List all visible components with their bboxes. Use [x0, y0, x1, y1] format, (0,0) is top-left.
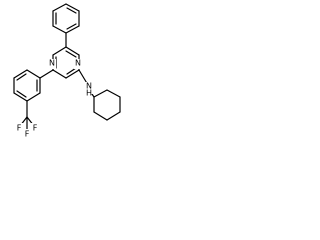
atom-label-bg [48, 59, 56, 69]
bond [52, 69, 67, 79]
phenyl-ring-top [52, 3, 80, 34]
double-bond-inner [66, 23, 77, 30]
atom-label-bg [84, 82, 94, 94]
double-bond-inner [65, 50, 77, 58]
atom-label-bg [74, 59, 82, 69]
bond [52, 25, 67, 34]
atom-label-h: H [86, 89, 92, 98]
atom-label-n: N [49, 59, 55, 68]
bond [106, 111, 121, 121]
molecule-diagram: N N N H F F F [0, 0, 129, 165]
atom-label-n: N [75, 59, 81, 68]
bond [65, 3, 80, 12]
bond [13, 69, 28, 79]
double-bond-inner [16, 90, 27, 98]
atom-label-n: N [86, 82, 92, 91]
atom-label-bg [31, 123, 39, 133]
bond [39, 69, 54, 79]
double-bond-inner [16, 73, 27, 81]
bond [106, 89, 121, 98]
atom-label-f: F [33, 124, 38, 133]
double-bond-inner [66, 7, 77, 14]
bond [52, 46, 67, 56]
bond [26, 92, 41, 102]
bond [93, 111, 108, 121]
aryl-ring-bottom [13, 69, 41, 102]
bond [93, 89, 108, 98]
bond [65, 69, 80, 79]
bond [26, 69, 41, 79]
bond [65, 46, 80, 56]
atom-label-bg [23, 129, 31, 139]
atom-label-f: F [17, 124, 22, 133]
bond [65, 25, 80, 34]
cyclohexyl-ring [93, 89, 121, 121]
atom-label-f: F [25, 130, 30, 139]
atom-label-bg [15, 123, 23, 133]
structure-svg: N N N H F F F [13, 3, 121, 139]
bond [13, 92, 28, 102]
bond [52, 3, 67, 12]
